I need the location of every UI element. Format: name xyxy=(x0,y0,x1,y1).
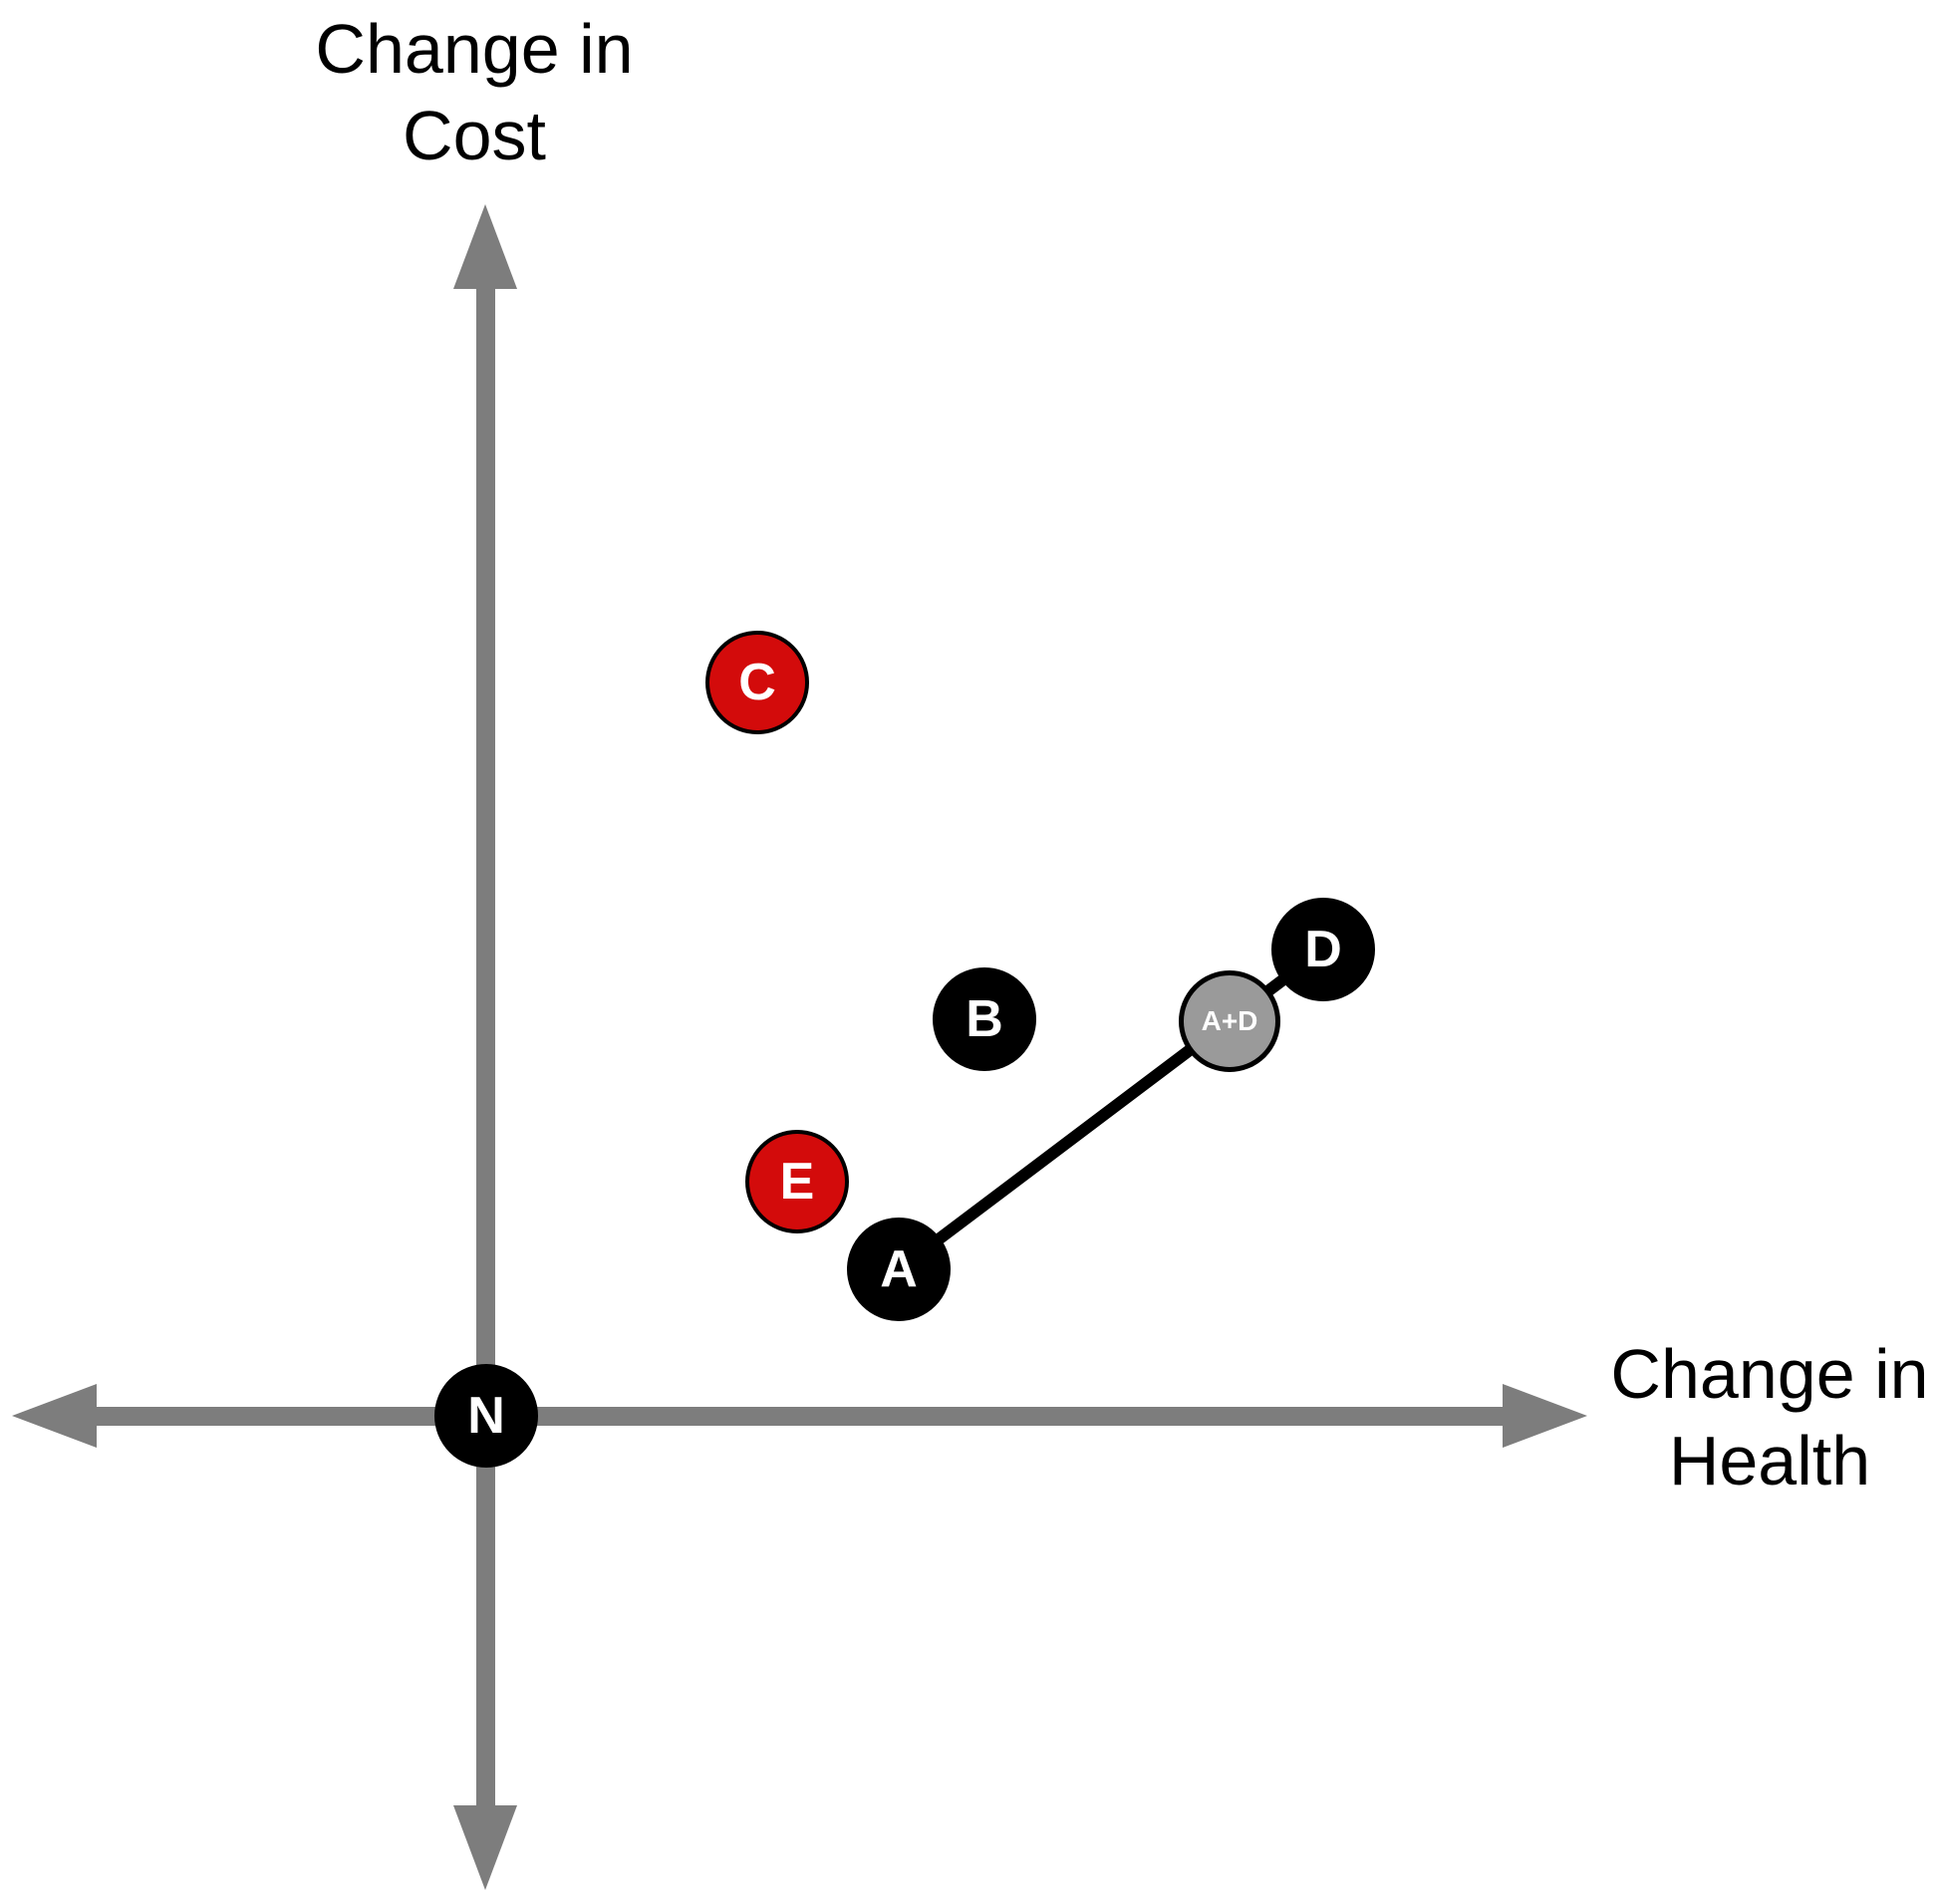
point-d: D xyxy=(1271,898,1375,1001)
point-e: E xyxy=(745,1130,849,1233)
y-axis-title-line1: Change in xyxy=(315,10,634,88)
y-axis-title-line2: Cost xyxy=(403,97,546,174)
x-axis-title: Change in Health xyxy=(1602,1331,1937,1504)
point-a+d: A+D xyxy=(1179,970,1280,1072)
y-axis-title: Change in Cost xyxy=(235,6,713,179)
point-label-a+d: A+D xyxy=(1201,1005,1258,1036)
x-axis-title-line1: Change in xyxy=(1610,1335,1929,1413)
point-label-e: E xyxy=(779,1153,815,1211)
point-n: N xyxy=(434,1364,538,1468)
point-c: C xyxy=(705,631,809,734)
point-label-d: D xyxy=(1304,921,1342,978)
y-axis-arrowhead-down-icon xyxy=(453,1805,517,1890)
y-axis-arrowhead-up-icon xyxy=(453,204,517,289)
point-b: B xyxy=(933,967,1036,1071)
point-label-c: C xyxy=(738,654,776,711)
point-label-n: N xyxy=(467,1387,505,1445)
point-label-b: B xyxy=(966,990,1003,1048)
point-a: A xyxy=(847,1218,951,1321)
point-label-a: A xyxy=(880,1240,918,1298)
x-axis-arrowhead-left-icon xyxy=(12,1384,97,1448)
x-axis-arrowhead-right-icon xyxy=(1503,1384,1587,1448)
x-axis-title-line2: Health xyxy=(1668,1422,1871,1499)
